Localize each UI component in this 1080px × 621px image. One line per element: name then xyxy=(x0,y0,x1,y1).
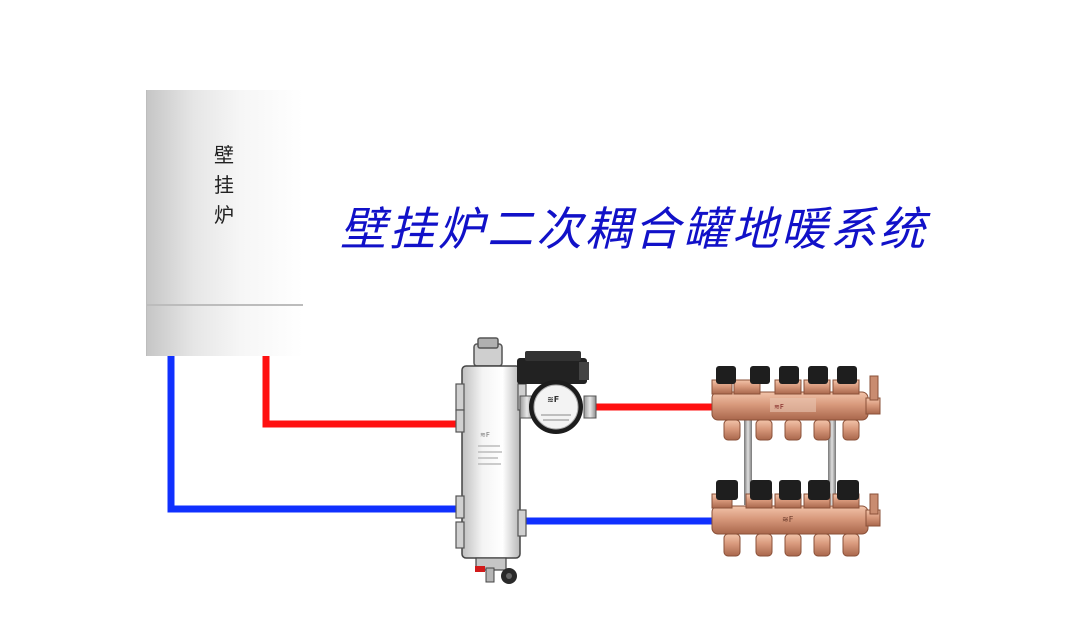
pump-logo-icon: ≋F xyxy=(547,395,559,404)
svg-text:≋F: ≋F xyxy=(480,431,490,439)
circulation-pump xyxy=(517,351,597,434)
return-pipe-tank-to-boiler xyxy=(167,356,460,513)
wall-boiler: 壁 挂 炉 xyxy=(146,90,303,356)
manifold-return-bar xyxy=(711,480,881,557)
boiler-label: 壁 挂 炉 xyxy=(214,143,234,227)
manifold-supply-bar xyxy=(711,366,881,441)
svg-text:≋F: ≋F xyxy=(547,395,559,404)
supply-pipe-boiler-to-tank xyxy=(262,356,460,428)
svg-text:≋F: ≋F xyxy=(774,403,784,411)
boiler-panel-seam xyxy=(147,304,303,306)
manifold-logo-icon: ≋F ≋F xyxy=(770,398,816,524)
svg-text:≋F: ≋F xyxy=(782,515,794,524)
diagram-title: 壁挂炉二次耦合罐地暖系统 xyxy=(340,202,928,256)
floor-heating-manifold xyxy=(711,366,881,557)
tank-logo-icon: ≋F xyxy=(478,431,502,465)
coupling-tank xyxy=(455,337,527,584)
